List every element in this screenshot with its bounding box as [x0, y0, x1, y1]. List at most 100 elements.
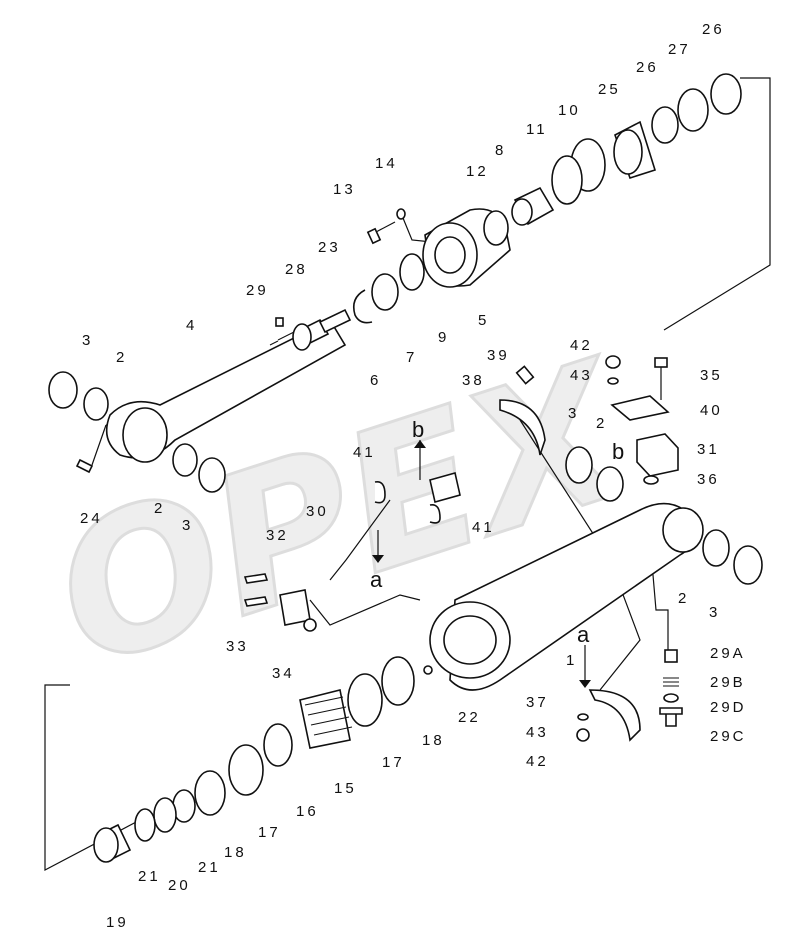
arrow-b: b [412, 417, 426, 480]
part-label-p6: 6 [370, 372, 381, 389]
washer-14 [396, 208, 406, 220]
ring-7 [371, 273, 399, 311]
hose-a [309, 594, 421, 626]
part-label-p2c: 2 [154, 500, 165, 517]
arrow-a-bottom: a [577, 622, 591, 688]
ring-9 [399, 253, 425, 291]
nut-42a [605, 355, 621, 369]
part-label-p3b: 3 [568, 405, 579, 422]
part-label-p7: 7 [406, 349, 417, 366]
ring-18a [381, 656, 415, 706]
ring-3b [565, 446, 593, 484]
ring-26b [651, 106, 679, 144]
part-label-p43a: 43 [570, 367, 593, 384]
ring-26a [710, 73, 742, 115]
part-label-p18a: 18 [422, 732, 445, 749]
leader-38-37 [519, 419, 641, 691]
ring-28 [292, 323, 312, 351]
o-ring-29D [663, 693, 679, 703]
part-label-p3c: 3 [182, 517, 193, 534]
lower-frame-line [44, 684, 141, 871]
part-label-p2b: 2 [596, 415, 607, 432]
part-label-p15: 15 [334, 780, 357, 797]
nut-25 [613, 120, 657, 179]
part-label-p20: 20 [168, 877, 191, 894]
part-label-p38: 38 [462, 372, 485, 389]
washer-43b [577, 713, 589, 721]
part-label-p4: 4 [186, 317, 197, 334]
letter-a-bottom: a [577, 622, 590, 647]
part-label-p10: 10 [558, 102, 581, 119]
snap-ring-6 [352, 289, 373, 324]
bolt-35 [654, 357, 668, 400]
part-label-p3a: 3 [82, 332, 93, 349]
part-label-p41a: 41 [353, 444, 376, 461]
part-label-p34: 34 [272, 665, 295, 682]
part-label-p39: 39 [487, 347, 510, 364]
ring-3a [48, 371, 78, 409]
letter-a-top: a [370, 567, 383, 592]
part-label-p35: 35 [700, 367, 723, 384]
part-label-p42b: 42 [526, 753, 549, 770]
ring-18b [194, 770, 226, 816]
part-label-p19: 19 [106, 914, 129, 931]
plate-40 [610, 395, 670, 421]
ring-3c [198, 457, 226, 493]
arrow-a-top: a [370, 530, 384, 592]
part-label-p31: 31 [697, 441, 720, 458]
leader-24b [91, 424, 107, 466]
plug-29C [659, 707, 683, 727]
block-31 [636, 433, 679, 477]
seal-16 [263, 723, 293, 767]
letter-b-top: b [412, 417, 424, 442]
spring-29B [663, 677, 679, 687]
part-label-p43b: 43 [526, 724, 549, 741]
part-label-p1: 1 [566, 652, 577, 669]
clamp-38 [499, 399, 546, 456]
ring-11 [551, 155, 583, 205]
part-label-p17a: 17 [382, 754, 405, 771]
bushing-2d [702, 529, 730, 567]
hose-30 [329, 499, 391, 581]
part-label-p23: 23 [318, 239, 341, 256]
part-label-p29B: 29B [710, 674, 746, 691]
part-label-p32: 32 [266, 527, 289, 544]
part-label-p29A: 29A [710, 645, 746, 662]
bolt-13 [366, 221, 396, 245]
bolt-39 [515, 365, 535, 385]
clamp-37 [588, 689, 641, 742]
o-ring-36 [643, 475, 659, 485]
part-label-p14: 14 [375, 155, 398, 172]
o-ring-34 [303, 618, 317, 632]
part-label-p29C: 29C [710, 728, 747, 745]
part-label-p29: 29 [246, 282, 269, 299]
flange-a [279, 589, 311, 626]
part-label-p41b: 41 [472, 519, 495, 536]
flange-b [429, 472, 461, 503]
part-label-p26a: 26 [702, 21, 725, 38]
part-label-p36: 36 [697, 471, 720, 488]
part-label-p40: 40 [700, 402, 723, 419]
part-label-p30: 30 [306, 503, 329, 520]
part-label-p12: 12 [466, 163, 489, 180]
bushing-17a [347, 673, 383, 727]
part-label-p5: 5 [478, 312, 489, 329]
bushing-17b [228, 744, 264, 796]
part-label-p24: 24 [80, 510, 103, 527]
watermark-text: OPEX [31, 319, 656, 710]
part-label-p2a: 2 [116, 349, 127, 366]
part-label-p33: 33 [226, 638, 249, 655]
washer-43a [607, 377, 619, 385]
ring-21b [134, 808, 156, 842]
fitting-29A [664, 649, 678, 663]
piston-rod [105, 318, 347, 463]
piston-15 [299, 689, 353, 749]
part-label-p28: 28 [285, 261, 308, 278]
part-label-p16: 16 [296, 803, 319, 820]
clip-41a [374, 480, 386, 504]
nut-19 [93, 823, 132, 863]
bolt-32 [243, 573, 269, 584]
grease-fitting-24 [75, 458, 94, 474]
part-label-p9: 9 [438, 329, 449, 346]
